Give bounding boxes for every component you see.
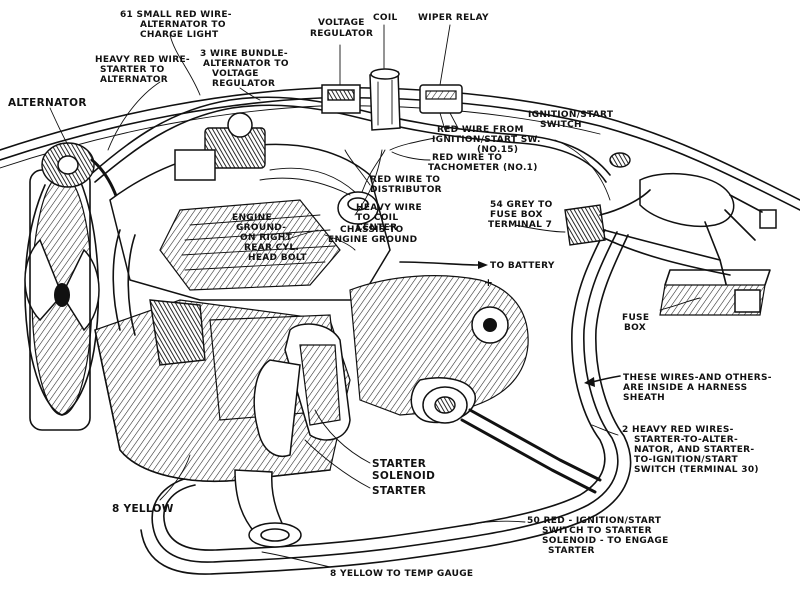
label-starter: STARTER: [372, 485, 426, 497]
transmission: [349, 275, 602, 494]
label-two-heavy-red-wires: 2 HEAVY RED WIRES- STARTER-TO-ALTER- NAT…: [622, 425, 759, 475]
label-voltage-regulator: VOLTAGE REGULATOR: [310, 18, 373, 39]
label-harness-sheath: THESE WIRES-AND OTHERS- ARE INSIDE A HAR…: [623, 373, 775, 403]
label-heavy-red-wire: HEAVY RED WIRE- STARTER TO ALTERNATOR: [95, 55, 193, 85]
label-fuse-box: FUSE BOX: [622, 313, 653, 333]
fuse-box: [659, 269, 771, 316]
label-chassis-ground: CHASSIS TO ENGINE GROUND: [328, 225, 417, 245]
label-starter-solenoid: STARTER SOLENOID: [372, 458, 435, 482]
firewall-components: [321, 68, 463, 131]
label-eight-yellow-temp-gauge: 8 YELLOW TO TEMP GAUGE: [330, 569, 473, 579]
label-three-wire-bundle: 3 WIRE BUNDLE- ALTERNATOR TO VOLTAGE REG…: [200, 49, 292, 89]
label-small-red-wire: 61 SMALL RED WIRE- ALTERNATOR TO CHARGE …: [120, 10, 235, 40]
harness-sheath-loop: [140, 229, 632, 575]
label-engine-ground: ENGINE GROUND- ON RIGHT REAR CYL. HEAD B…: [232, 213, 307, 263]
label-coil: COIL: [373, 13, 398, 23]
radiator-fan: [24, 169, 100, 431]
label-red-wire-ignition: RED WIRE FROM IGNITION/START SW. (NO.15): [432, 125, 544, 155]
label-wiper-relay: WIPER RELAY: [418, 13, 489, 23]
label-eight-yellow: 8 YELLOW: [112, 503, 174, 515]
label-alternator: ALTERNATOR: [8, 97, 87, 109]
alternator: [41, 142, 127, 232]
label-battery-plus: +: [484, 277, 493, 289]
exhaust-pipe: [234, 469, 302, 548]
label-fifty-red: 50 RED - IGNITION/START SWITCH TO STARTE…: [527, 516, 672, 556]
label-to-battery: TO BATTERY: [490, 261, 555, 271]
label-grey-wire-fuse-box: 54 GREY TO FUSE BOX TERMINAL 7: [488, 200, 556, 230]
starter-motor: [253, 323, 351, 457]
label-heavy-wire-coil: HEAVY WIRE TO COIL CENTER: [356, 203, 425, 233]
ignition-switch: [564, 152, 777, 301]
label-red-wire-tach: RED WIRE TO TACHOMETER (NO.1): [428, 153, 538, 173]
leader-lines: [49, 24, 701, 568]
label-red-wire-distributor: RED WIRE TO DISTRIBUTOR: [370, 175, 444, 195]
label-ignition-start-switch: IGNITION/START SWITCH: [528, 110, 617, 130]
